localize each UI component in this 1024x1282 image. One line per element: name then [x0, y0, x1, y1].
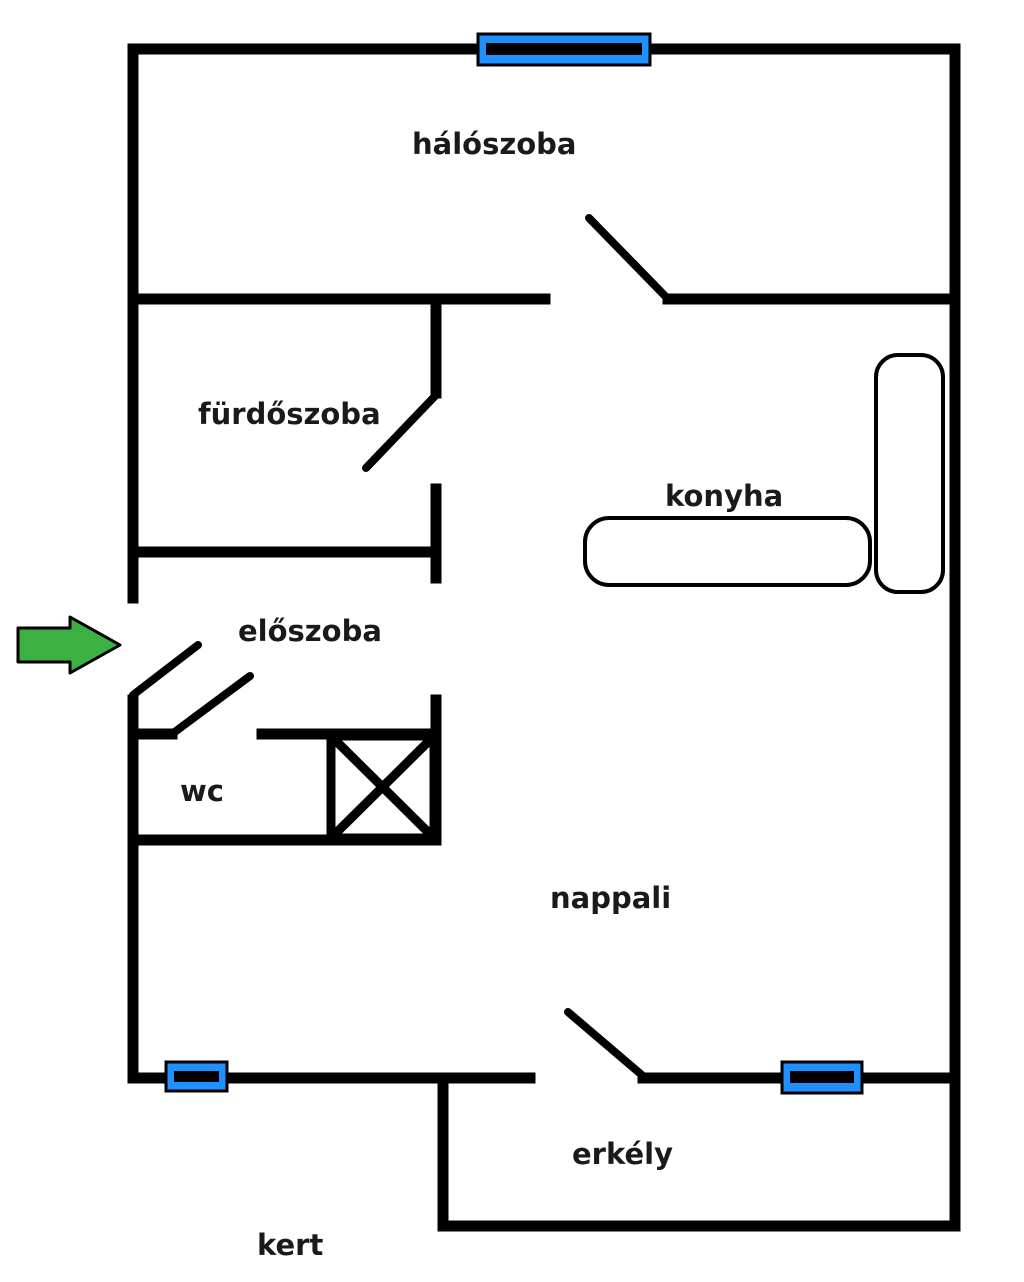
windows: [164, 32, 864, 1095]
bathroom-door: [362, 391, 440, 472]
window-icon: [780, 1060, 864, 1095]
label-wc: wc: [180, 774, 224, 808]
bedroom-door: [585, 214, 672, 303]
kitchen-counters: [583, 353, 945, 594]
label-erkely: erkély: [572, 1137, 673, 1171]
entrance-arrow-icon: [16, 615, 122, 675]
doors: [129, 214, 672, 1080]
balcony-door: [564, 1008, 647, 1080]
label-halo: hálószoba: [412, 127, 576, 161]
label-furdo: fürdőszoba: [198, 397, 381, 431]
wc-door: [168, 672, 254, 738]
label-nappali: nappali: [550, 881, 671, 915]
kitchen-counter-horizontal: [583, 516, 872, 587]
label-eloszoba: előszoba: [238, 614, 382, 648]
kitchen-counter-vertical: [874, 353, 945, 594]
label-konyha: konyha: [665, 479, 783, 513]
window-icon: [476, 32, 652, 67]
entrance-door: [129, 641, 202, 699]
room-labels: hálószoba fürdőszoba konyha előszoba wc …: [180, 127, 783, 1262]
label-kert: kert: [257, 1228, 323, 1262]
window-icon: [164, 1060, 229, 1093]
shaft-cross-icon: [326, 731, 439, 843]
